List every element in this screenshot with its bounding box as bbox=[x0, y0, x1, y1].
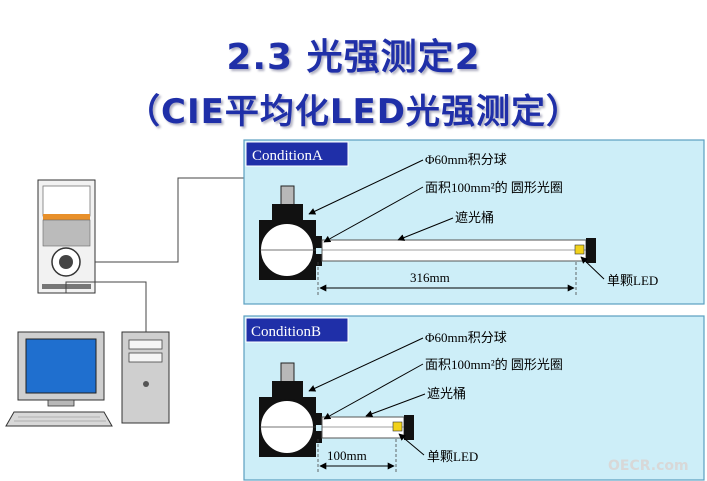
aperture-label-b: 面积100mm²的 圆形光圈 bbox=[425, 357, 563, 372]
watermark: OECR.com bbox=[608, 458, 689, 474]
sphere-label-b: Φ60mm积分球 bbox=[425, 330, 507, 345]
panel-condition-a: ConditionA Φ60mm积分球 面积100mm²的 圆形光圈 遮光桶 单… bbox=[243, 139, 705, 305]
tube-label-a: 遮光桶 bbox=[455, 210, 494, 225]
computer-icon bbox=[5, 331, 170, 427]
condition-a-label: ConditionA bbox=[252, 148, 323, 164]
panel-condition-b: ConditionB Φ60mm积分球 面积100mm²的 圆形光圈 遮光桶 单… bbox=[243, 315, 705, 481]
aperture-label-a: 面积100mm²的 圆形光圈 bbox=[425, 180, 563, 195]
integrating-sphere-icon bbox=[259, 362, 316, 457]
led-icon bbox=[392, 421, 403, 432]
title-line2: （CIE平均化LED光强测定） bbox=[126, 92, 581, 132]
meter-device-icon bbox=[37, 179, 96, 294]
led-label-a: 单颗LED bbox=[607, 273, 658, 288]
led-label-b: 单颗LED bbox=[427, 449, 478, 464]
integrating-sphere-icon bbox=[259, 185, 316, 280]
sphere-label-a: Φ60mm积分球 bbox=[425, 152, 507, 167]
condition-b-label: ConditionB bbox=[251, 324, 321, 340]
distance-label-a: 316mm bbox=[410, 270, 450, 285]
tube-label-b: 遮光桶 bbox=[427, 386, 466, 401]
title-line1: 2.3 光强测定2 bbox=[226, 37, 481, 78]
distance-label-b: 100mm bbox=[327, 448, 367, 463]
led-icon bbox=[574, 244, 585, 255]
